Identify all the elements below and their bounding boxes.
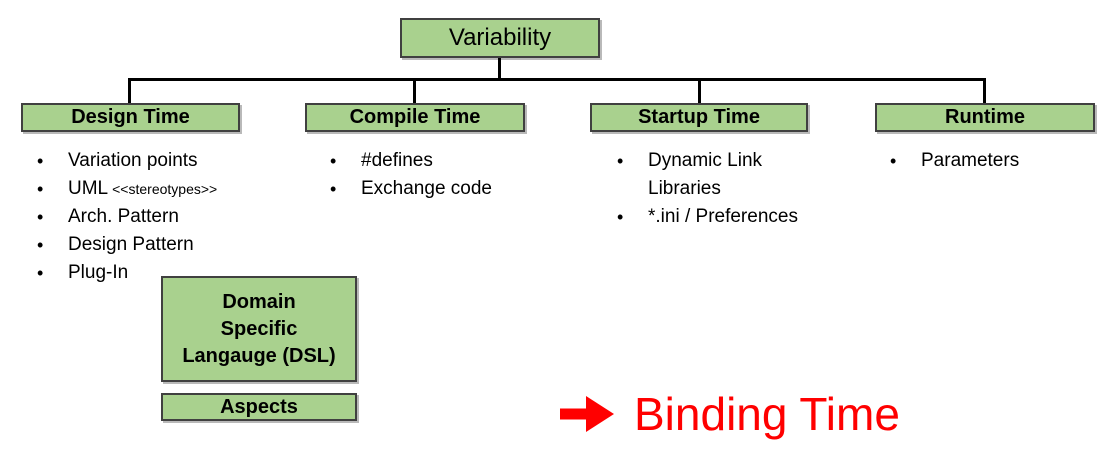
connector-horizontal-bar bbox=[128, 78, 986, 81]
connector-drop-startup-time bbox=[698, 78, 701, 104]
category-label: Runtime bbox=[945, 106, 1025, 128]
list-item: • #defines bbox=[328, 147, 568, 175]
bullet-icon: • bbox=[37, 151, 44, 171]
category-label: Design Time bbox=[71, 106, 190, 128]
design-time-list: • Variation points • UML<<stereotypes>> … bbox=[35, 147, 315, 287]
list-item-label: *.ini / Preferences bbox=[648, 206, 798, 227]
bullet-icon: • bbox=[37, 179, 44, 199]
list-item-label: Design Pattern bbox=[68, 234, 194, 255]
dsl-box-line: Specific bbox=[220, 317, 298, 340]
bullet-icon: • bbox=[617, 207, 624, 227]
aspects-box: Aspects bbox=[161, 393, 357, 421]
category-box-startup-time: Startup Time bbox=[590, 103, 808, 132]
list-item: • Dynamic Link Libraries bbox=[615, 147, 811, 203]
dsl-box: Domain Specific Langauge (DSL) bbox=[161, 276, 357, 382]
category-box-compile-time: Compile Time bbox=[305, 103, 525, 132]
list-item: • UML<<stereotypes>> bbox=[35, 175, 315, 203]
bullet-icon: • bbox=[330, 151, 337, 171]
dsl-box-line: Domain bbox=[222, 290, 296, 313]
list-item-label: Variation points bbox=[68, 150, 198, 171]
bullet-icon: • bbox=[37, 235, 44, 255]
aspects-box-label: Aspects bbox=[220, 395, 298, 418]
bullet-icon: • bbox=[617, 151, 624, 171]
connector-drop-design-time bbox=[128, 78, 131, 104]
list-item: • Variation points bbox=[35, 147, 315, 175]
stereotypes-annotation: <<stereotypes>> bbox=[112, 181, 218, 197]
list-item-label: Exchange code bbox=[361, 178, 492, 199]
binding-time-label: Binding Time bbox=[634, 388, 900, 440]
list-item: • *.ini / Preferences bbox=[615, 203, 811, 231]
bullet-icon: • bbox=[37, 263, 44, 283]
list-item-label: Dynamic Link Libraries bbox=[648, 150, 763, 199]
connector-drop-compile-time bbox=[413, 78, 416, 104]
runtime-list: • Parameters bbox=[888, 147, 1098, 175]
root-node-label: Variability bbox=[448, 24, 552, 51]
bullet-icon: • bbox=[330, 179, 337, 199]
category-label: Startup Time bbox=[638, 106, 760, 128]
list-item: • Exchange code bbox=[328, 175, 568, 203]
list-item-label: Parameters bbox=[921, 150, 1020, 171]
list-item: • Design Pattern bbox=[35, 231, 315, 259]
list-item: • Arch. Pattern bbox=[35, 203, 315, 231]
compile-time-list: • #defines • Exchange code bbox=[328, 147, 568, 203]
list-item-label: UML<<stereotypes>> bbox=[68, 178, 218, 199]
category-box-runtime: Runtime bbox=[875, 103, 1095, 132]
bullet-icon: • bbox=[890, 151, 897, 171]
connector-root-stub bbox=[498, 58, 501, 81]
list-item: • Parameters bbox=[888, 147, 1098, 175]
startup-time-list: • Dynamic Link Libraries • *.ini / Prefe… bbox=[615, 147, 811, 231]
root-node-variability: Variability bbox=[400, 18, 600, 58]
bullet-icon: • bbox=[37, 207, 44, 227]
binding-time-annotation: Binding Time bbox=[560, 390, 900, 438]
list-item-label: Arch. Pattern bbox=[68, 206, 179, 227]
category-label: Compile Time bbox=[349, 106, 481, 128]
dsl-box-line: Langauge (DSL) bbox=[182, 344, 336, 367]
list-item: • Plug-In bbox=[35, 259, 315, 287]
list-item-label: #defines bbox=[361, 150, 433, 171]
red-right-arrow-icon bbox=[560, 396, 614, 432]
connector-drop-runtime bbox=[983, 78, 986, 104]
list-item-label: Plug-In bbox=[68, 262, 129, 283]
category-box-design-time: Design Time bbox=[21, 103, 240, 132]
